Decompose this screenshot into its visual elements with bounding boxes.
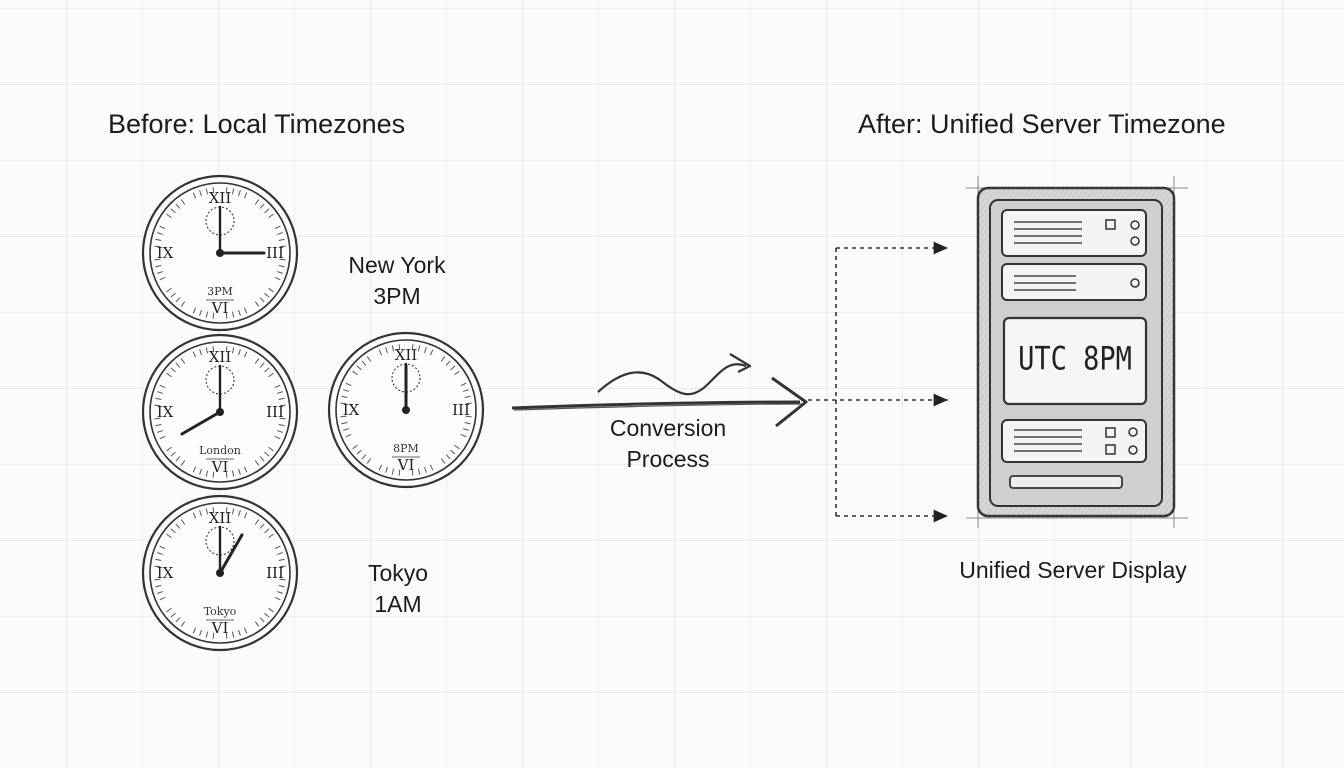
conversion-label: Conversion Process xyxy=(598,413,738,475)
server-display-text: UTC 8PM xyxy=(1018,340,1132,378)
clock-numeral: XII xyxy=(209,348,232,366)
new-york-label: New York 3PM xyxy=(337,250,457,312)
clock-face-label: London xyxy=(199,444,241,457)
clock-icon: XII III VI IX 8PM xyxy=(327,331,485,489)
server-caption: Unified Server Display xyxy=(959,557,1187,583)
new-york-time: 3PM xyxy=(373,283,421,309)
clock-numeral: XII xyxy=(209,509,232,527)
before-heading: Before: Local Timezones xyxy=(108,109,406,139)
dashed-connectors xyxy=(808,241,948,523)
tokyo-label: Tokyo 1AM xyxy=(338,558,458,620)
clock-icon: XII III VI IX Tokyo xyxy=(141,494,299,652)
clock-icon: XII III VI IX London xyxy=(141,333,299,491)
tokyo-city: Tokyo xyxy=(367,560,429,586)
clock-numeral: IX xyxy=(157,403,174,421)
after-heading: After: Unified Server Timezone xyxy=(858,109,1226,139)
clock-numeral: VI xyxy=(211,619,229,637)
clock-numeral: IX xyxy=(157,564,174,582)
clock-hour-hand xyxy=(218,533,244,575)
clock-numeral: VI xyxy=(211,299,229,317)
clock-face-label: Tokyo xyxy=(204,605,237,618)
clock-numeral: XII xyxy=(395,346,418,364)
clock-numeral: III xyxy=(266,403,284,421)
clock-numeral: IX xyxy=(343,401,360,419)
clocks-group: XIIIIIVIIX3PMXIIIIIVIIXLondonXIIIIIVIIX8… xyxy=(141,174,485,652)
clock-numeral: XII xyxy=(209,189,232,207)
server-rack-icon xyxy=(966,176,1188,528)
clock-face-label: 3PM xyxy=(207,285,233,298)
tokyo-time: 1AM xyxy=(374,591,422,617)
conversion-arrow-icon xyxy=(511,353,808,428)
clock-numeral: III xyxy=(452,401,470,419)
clock-numeral: VI xyxy=(397,456,415,474)
clock-face-label: 8PM xyxy=(393,442,419,455)
clock-numeral: IX xyxy=(157,244,174,262)
clock-numeral: III xyxy=(266,564,284,582)
conversion-line2: Process xyxy=(626,446,710,472)
clock-icon: XII III VI IX 3PM xyxy=(141,174,299,332)
conversion-line1: Conversion xyxy=(609,415,727,441)
clock-numeral: III xyxy=(266,244,284,262)
new-york-city: New York xyxy=(348,252,446,278)
clock-numeral: VI xyxy=(211,458,229,476)
clock-hour-hand xyxy=(180,410,222,436)
